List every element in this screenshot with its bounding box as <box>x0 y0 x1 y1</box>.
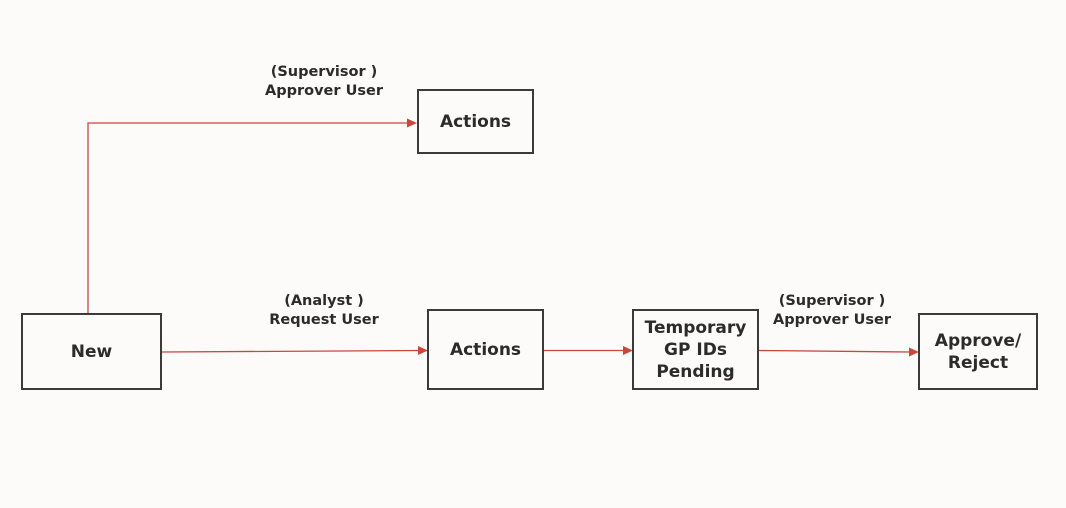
edge-actions-to-pending <box>544 346 633 355</box>
edge-new-to-actions-top-line <box>87 122 408 314</box>
node-approve-reject[interactable]: Approve/ Reject <box>918 313 1038 390</box>
edge-new-to-actions-main-line <box>161 349 420 353</box>
edge-new-to-actions-main <box>161 346 428 355</box>
edge-pending-to-approve <box>758 347 919 357</box>
node-approve-reject-label: Approve/ Reject <box>934 330 1022 373</box>
node-actions-top-label: Actions <box>439 111 512 132</box>
edge-new-to-actions-top-arrowhead <box>407 118 417 128</box>
edge-new-to-actions-main-arrowhead <box>418 346 428 355</box>
edge-pending-to-approve-arrowhead <box>909 347 919 357</box>
node-temporary-gp-ids-pending[interactable]: Temporary GP IDs Pending <box>632 309 759 390</box>
node-actions-main-label: Actions <box>449 339 522 360</box>
node-new[interactable]: New <box>21 313 162 390</box>
node-actions-main[interactable]: Actions <box>427 309 544 390</box>
edge-label-supervisor-right: (Supervisor ) Approver User <box>773 293 891 328</box>
edge-actions-to-pending-arrowhead <box>623 346 633 355</box>
edge-new-to-actions-top <box>87 118 417 314</box>
node-new-label: New <box>70 341 113 362</box>
edge-label-supervisor-top: (Supervisor ) Approver User <box>265 64 383 99</box>
node-actions-top[interactable]: Actions <box>417 89 534 154</box>
node-temporary-gp-ids-pending-label: Temporary GP IDs Pending <box>644 317 747 382</box>
edge-label-analyst: (Analyst ) Request User <box>269 293 379 328</box>
edge-pending-to-approve-line <box>758 349 911 353</box>
